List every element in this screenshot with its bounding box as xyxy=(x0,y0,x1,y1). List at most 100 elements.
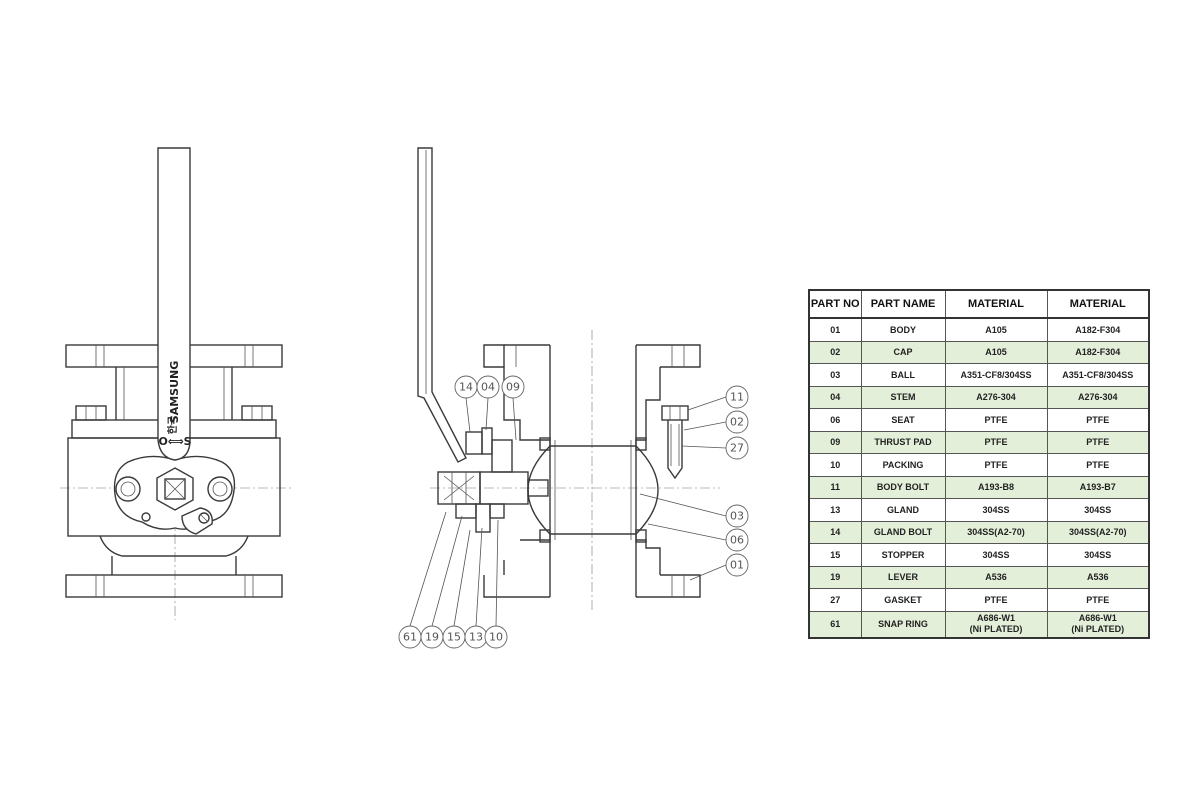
callout-19: 19 xyxy=(420,625,444,649)
body-bolt-shank xyxy=(667,420,683,480)
cell-part-name: GASKET xyxy=(860,588,946,612)
stem-head xyxy=(437,471,481,505)
cell-material-1: 304SS xyxy=(944,498,1048,522)
cell-material-1: A105 xyxy=(944,340,1048,364)
svg-text:13: 13 xyxy=(469,631,483,644)
body-bolt-head-right xyxy=(241,405,273,421)
svg-text:02: 02 xyxy=(730,416,744,429)
header-material-2: MATERIAL xyxy=(1046,289,1150,319)
svg-text:11: 11 xyxy=(730,391,744,404)
cell-part-name: STOPPER xyxy=(860,543,946,567)
cell-part-no: 01 xyxy=(808,317,862,342)
svg-text:04: 04 xyxy=(481,381,495,394)
cell-part-name: GLAND xyxy=(860,498,946,522)
cell-material-1: A686-W1 (Ni PLATED) xyxy=(944,610,1048,638)
cell-material-1: PTFE xyxy=(944,430,1048,454)
cell-part-no: 02 xyxy=(808,340,862,364)
cell-part-name: STEM xyxy=(860,385,946,409)
svg-text:06: 06 xyxy=(730,534,744,547)
svg-text:09: 09 xyxy=(506,381,520,394)
cell-part-no: 13 xyxy=(808,498,862,522)
callout-15: 15 xyxy=(442,625,466,649)
cell-material-1: 304SS xyxy=(944,543,1048,567)
header-material-1: MATERIAL xyxy=(944,289,1048,319)
cell-part-no: 09 xyxy=(808,430,862,454)
svg-text:61: 61 xyxy=(403,631,417,644)
cell-part-no: 19 xyxy=(808,565,862,589)
front-view: SAMSUNG 한국 O⟺S xyxy=(60,147,292,620)
bottom-flange xyxy=(65,574,283,598)
cell-material-1: A105 xyxy=(944,317,1048,342)
cell-material-2: A686-W1 (Ni PLATED) xyxy=(1046,610,1150,638)
header-part-name: PART NAME xyxy=(860,289,946,319)
cell-material-2: 304SS(A2-70) xyxy=(1046,520,1150,544)
cell-material-1: A536 xyxy=(944,565,1048,589)
callout-02: 02 xyxy=(725,410,749,434)
body-bolt-head xyxy=(661,405,689,421)
svg-text:01: 01 xyxy=(730,559,744,572)
cell-material-2: PTFE xyxy=(1046,408,1150,432)
cell-part-name: CAP xyxy=(860,340,946,364)
cell-part-name: SEAT xyxy=(860,408,946,432)
lever-korean: 한국 xyxy=(167,416,179,434)
callout-03: 03 xyxy=(725,504,749,528)
header-part-no: PART NO xyxy=(808,289,862,319)
cell-material-2: PTFE xyxy=(1046,453,1150,477)
svg-text:03: 03 xyxy=(730,510,744,523)
callout-27: 27 xyxy=(725,436,749,460)
cell-part-no: 04 xyxy=(808,385,862,409)
cell-part-name: LEVER xyxy=(860,565,946,589)
cell-material-2: PTFE xyxy=(1046,588,1150,612)
cell-part-no: 61 xyxy=(808,610,862,638)
callout-14: 14 xyxy=(454,375,478,399)
cell-material-1: A276-304 xyxy=(944,385,1048,409)
callout-09: 09 xyxy=(501,375,525,399)
cell-part-no: 27 xyxy=(808,588,862,612)
cell-material-2: A536 xyxy=(1046,565,1150,589)
cell-part-no: 03 xyxy=(808,363,862,387)
cell-part-no: 06 xyxy=(808,408,862,432)
cell-part-name: GLAND BOLT xyxy=(860,520,946,544)
section-body xyxy=(503,367,661,575)
svg-text:27: 27 xyxy=(730,442,744,455)
cell-material-1: 304SS(A2-70) xyxy=(944,520,1048,544)
svg-text:14: 14 xyxy=(459,381,473,394)
cell-part-name: PACKING xyxy=(860,453,946,477)
cell-material-1: PTFE xyxy=(944,453,1048,477)
leader-lines xyxy=(409,396,727,627)
cell-material-2: A351-CF8/304SS xyxy=(1046,363,1150,387)
section-view: 14 04 09 11 02 27 03 06 01 61 19 15 13 1… xyxy=(398,147,749,649)
cell-material-1: A351-CF8/304SS xyxy=(944,363,1048,387)
cell-part-no: 11 xyxy=(808,475,862,499)
callout-04: 04 xyxy=(476,375,500,399)
lever-section xyxy=(417,147,467,463)
lever-front xyxy=(157,147,191,461)
stopper xyxy=(181,507,213,535)
callout-01: 01 xyxy=(725,553,749,577)
callout-06: 06 xyxy=(725,528,749,552)
cell-material-2: A193-B7 xyxy=(1046,475,1150,499)
cell-part-name: SNAP RING xyxy=(860,610,946,638)
cell-part-name: BALL xyxy=(860,363,946,387)
svg-text:15: 15 xyxy=(447,631,461,644)
cell-part-no: 15 xyxy=(808,543,862,567)
callout-61: 61 xyxy=(398,625,422,649)
cell-part-no: 14 xyxy=(808,520,862,544)
cell-material-2: 304SS xyxy=(1046,543,1150,567)
cell-material-2: A182-F304 xyxy=(1046,317,1150,342)
lever-brand: SAMSUNG xyxy=(168,361,181,423)
